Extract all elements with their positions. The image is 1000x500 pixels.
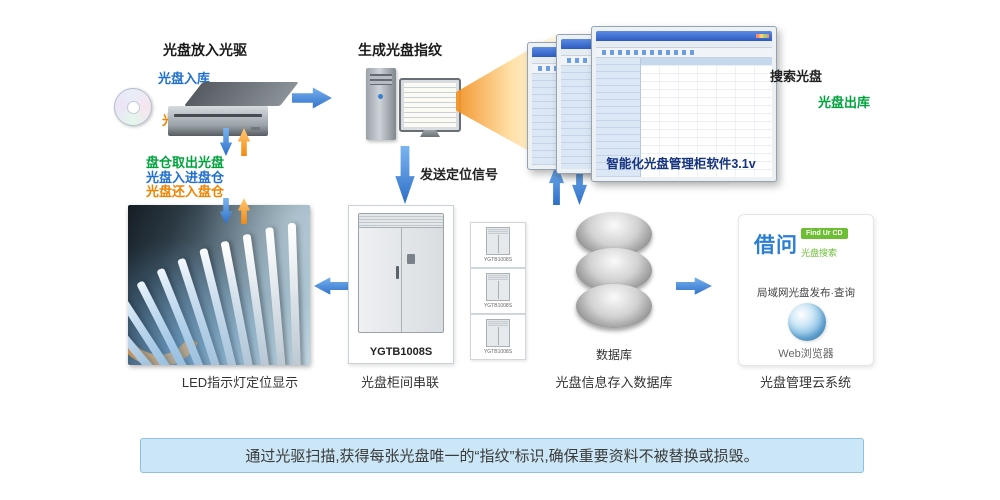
cabinet-model-label: YGTB1008S [369, 346, 433, 358]
pc-screen [404, 83, 456, 127]
software-name-label: 智能化光盘管理柜软件3.1v [606, 157, 756, 171]
mini-cabinet-card: YGTB1008S [470, 268, 526, 314]
arrow-send-signal [395, 146, 415, 204]
search-disc-label: 搜索光盘 [770, 69, 823, 84]
monitor-screen-front [591, 26, 777, 182]
window-menu-bar [596, 41, 772, 48]
optical-drive-icon [168, 80, 299, 140]
find-ur-cd-badge: Find Ur CD [801, 228, 848, 239]
mini-cabinet-model: YGTB1008S [483, 303, 513, 309]
fingerprint-section-title: 生成光盘指纹 [358, 42, 442, 58]
cabinet-icon [358, 213, 444, 333]
window-table [641, 58, 772, 177]
magazine-actions: 盘仓取出光盘 光盘入进盘仓 光盘还入盘仓 [146, 155, 225, 200]
mini-cabinet-model: YGTB1008S [483, 257, 513, 263]
summary-banner-text: 通过光驱扫描,获得每张光盘唯一的“指纹”标识,确保重要资料不被替换或损毁。 [245, 448, 759, 465]
disc-out-label: 光盘出库 [818, 95, 871, 110]
mini-cabinet-card: YGTB1008S [470, 222, 526, 268]
arrow-drive-to-pc [292, 87, 332, 109]
database-label: 数据库 [595, 348, 632, 362]
cloud-brand-logo: 借问 [754, 234, 798, 257]
robotic-arm-graphic [128, 252, 216, 365]
magazine-put-in-label: 光盘入进盘仓 [146, 169, 225, 185]
cd-disc-icon [114, 88, 152, 126]
magazine-put-back-label: 光盘还入盘仓 [146, 184, 225, 199]
cloud-system-card: 借问 Find Ur CD 光盘搜索 局域网光盘发布·查询 Web浏览器 [738, 214, 874, 366]
mini-cabinet-card: YGTB1008S [470, 314, 526, 360]
mini-cabinet-model: YGTB1008S [483, 349, 513, 355]
mini-cabinet-icon [486, 227, 510, 255]
cabinet-caption: 光盘柜间串联 [360, 375, 439, 390]
magazine-take-out-label: 盘仓取出光盘 [146, 155, 225, 170]
pc-monitor-stand [420, 130, 440, 137]
cabinet-lock [406, 254, 415, 264]
cloud-caption: 光盘管理云系统 [759, 375, 851, 390]
cloud-search-tagline: 光盘搜索 [801, 248, 838, 258]
window-sidebar [596, 58, 641, 177]
window-toolbar [596, 48, 772, 58]
led-indicator-photo [128, 205, 310, 365]
mini-cabinet-icon [486, 273, 510, 301]
cloud-description: 局域网光盘发布·查询 [757, 287, 855, 299]
cabinet-door-split [401, 227, 402, 332]
web-globe-icon [788, 303, 826, 341]
drive-section-title: 光盘放入光驱 [163, 42, 247, 58]
summary-banner: 通过光驱扫描,获得每张光盘唯一的“指纹”标识,确保重要资料不被替换或损毁。 [140, 438, 864, 473]
database-icon [576, 212, 652, 338]
window-title-bar [596, 31, 772, 41]
arrow-cabinet-to-led [314, 277, 348, 295]
database-caption: 光盘信息存入数据库 [555, 375, 673, 390]
pc-monitor-icon [399, 78, 461, 132]
cabinet-card: YGTB1008S [348, 205, 454, 364]
arrow-db-to-cloud [676, 277, 712, 295]
drive-top-face [184, 82, 299, 106]
pc-tower-icon [366, 68, 396, 140]
cabinet-vent [359, 214, 443, 228]
send-signal-label: 发送定位信号 [420, 167, 499, 182]
database-disk [576, 284, 652, 328]
web-browser-label: Web浏览器 [778, 348, 834, 360]
disc-in-label: 光盘入库 [158, 71, 211, 86]
cabinet-handle [395, 266, 399, 279]
mini-cabinet-icon [486, 319, 510, 347]
led-caption: LED指示灯定位显示 [181, 375, 299, 390]
drive-front-face [168, 106, 268, 136]
